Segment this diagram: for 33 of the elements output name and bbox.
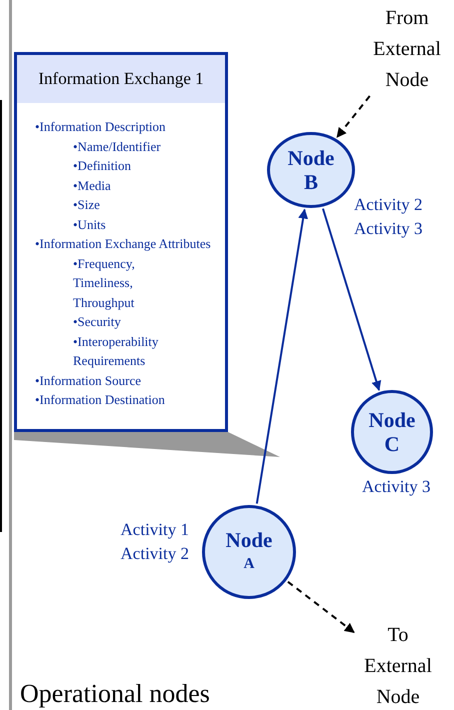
activity-label: Activity 3 (362, 476, 430, 498)
bullet-item: •Information Exchange Attributes (35, 235, 211, 253)
node-label: C (384, 432, 400, 456)
bullet-item: •Name/Identifier (73, 138, 161, 156)
bullet-item: •Media (73, 176, 111, 194)
bullet-item: •Information Destination (35, 391, 165, 409)
arrow (322, 208, 382, 391)
node-label: A (244, 555, 254, 574)
bullet-item: •Security (73, 313, 121, 331)
callout-card (14, 52, 228, 432)
card-heading: Information Exchange 1 (17, 55, 225, 103)
bullet-item: •Interoperability Requirements (73, 332, 160, 370)
activity-label: Activity 3 (354, 218, 422, 240)
node-label: B (304, 170, 318, 194)
bullet-item: •Definition (73, 157, 131, 175)
activity-label: Activity 2 (120, 543, 189, 565)
bullet-item: •Size (73, 196, 100, 214)
node-label: Node (226, 528, 272, 552)
arrow (256, 208, 308, 504)
callout-tail (14, 432, 280, 457)
activity-label: Activity 1 (120, 519, 189, 541)
bullet-item: •Units (73, 216, 106, 234)
dashed-arrow (336, 95, 370, 138)
section-caption: Operational nodes (20, 680, 210, 708)
external-node-text: To External Node (363, 622, 433, 710)
external-node-text: From External Node (372, 6, 442, 92)
bullet-item: •Information Description (35, 118, 166, 136)
bullet-item: •Frequency, Timeliness, Throughput (73, 254, 136, 312)
node-label: Node (368, 408, 416, 432)
activity-label: Activity 2 (354, 194, 422, 216)
node-label: Node (288, 146, 334, 170)
dashed-arrow (287, 580, 355, 634)
bullet-item: •Information Source (35, 372, 141, 390)
